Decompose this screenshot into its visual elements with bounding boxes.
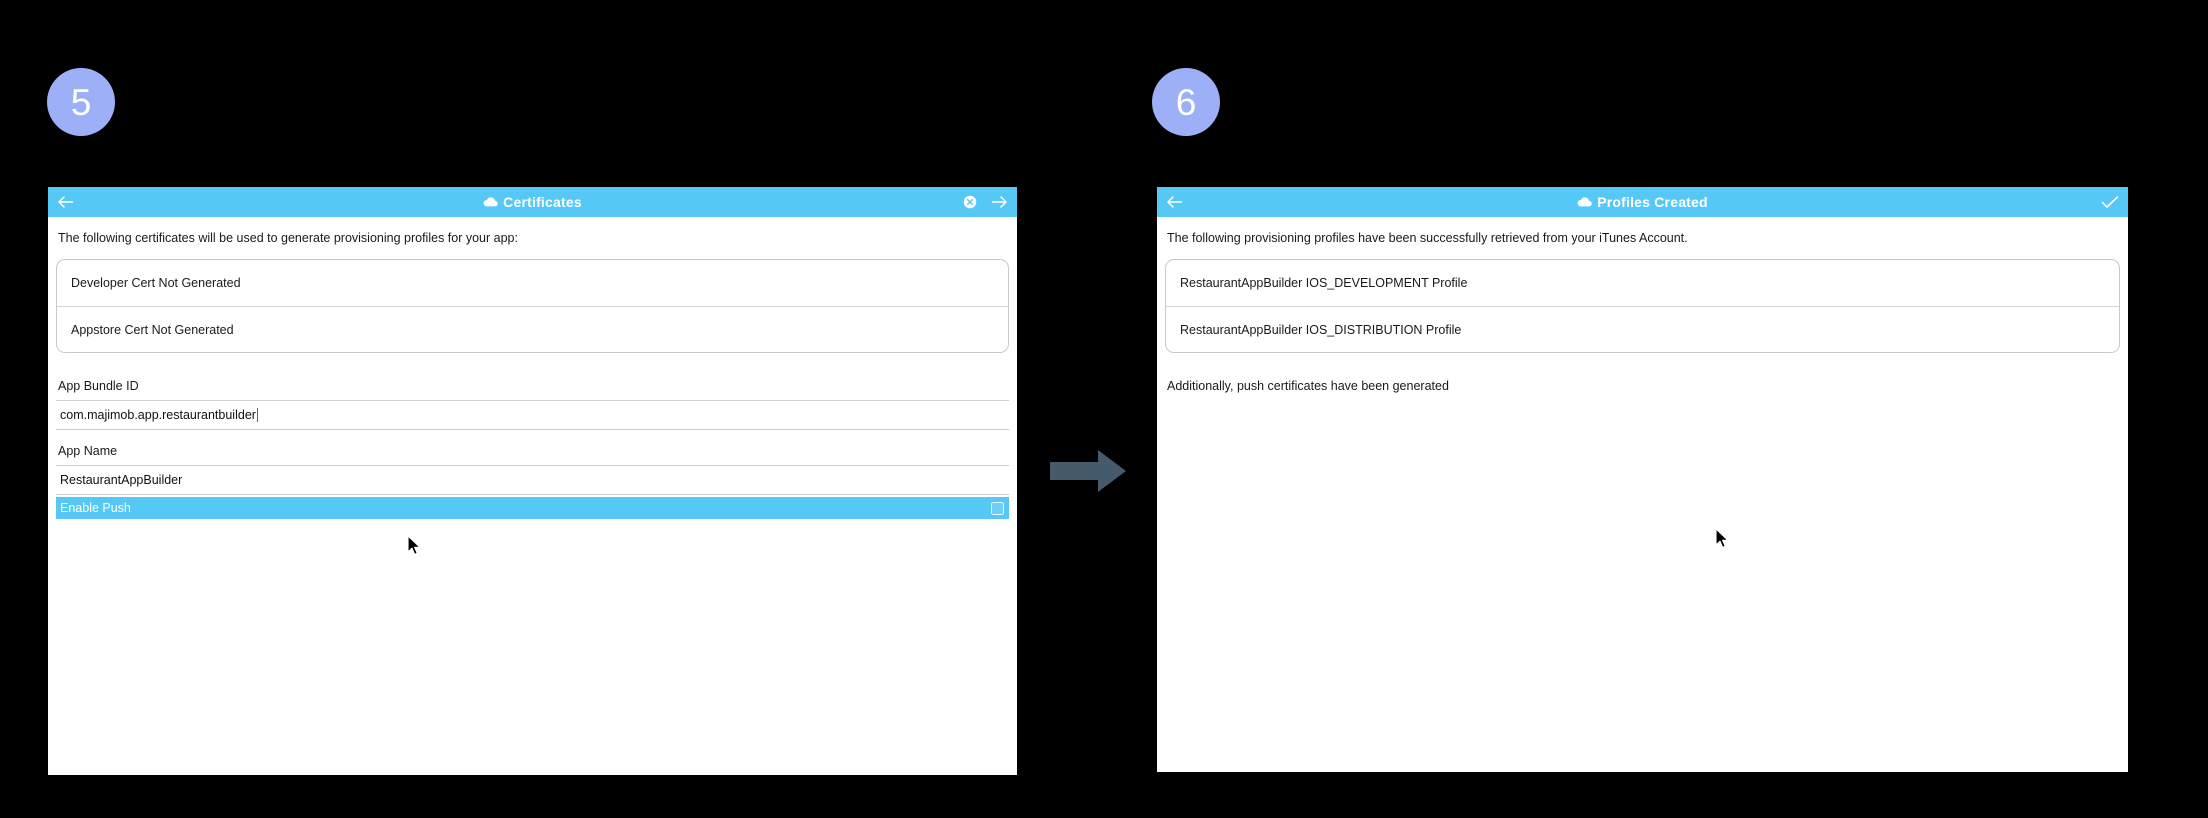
list-item-label: RestaurantAppBuilder IOS_DEVELOPMENT Pro… — [1180, 276, 1468, 290]
profiles-list-card: RestaurantAppBuilder IOS_DEVELOPMENT Pro… — [1165, 259, 2120, 353]
cloud-icon — [1577, 196, 1592, 208]
list-item[interactable]: Developer Cert Not Generated — [57, 260, 1008, 306]
app-bundle-id-label: App Bundle ID — [58, 379, 139, 393]
step-badge-6-number: 6 — [1175, 81, 1197, 123]
back-arrow-icon[interactable] — [1166, 195, 1183, 209]
profiles-created-screen: Profiles Created The following provision… — [1157, 187, 2128, 772]
certificates-title-group: Certificates — [48, 194, 1017, 210]
list-item[interactable]: RestaurantAppBuilder IOS_DISTRIBUTION Pr… — [1166, 306, 2119, 352]
right-arrow-icon — [1050, 450, 1126, 492]
app-name-input[interactable]: RestaurantAppBuilder — [56, 465, 1009, 495]
certificates-body: The following certificates will be used … — [48, 217, 1017, 775]
certificates-titlebar: Certificates — [48, 187, 1017, 217]
field-spacer — [56, 430, 1009, 444]
app-bundle-id-value: com.majimob.app.restaurantbuilder — [60, 408, 256, 422]
list-item-label: RestaurantAppBuilder IOS_DISTRIBUTION Pr… — [1180, 322, 1462, 337]
cloud-icon — [483, 196, 498, 208]
list-item[interactable]: Appstore Cert Not Generated — [57, 306, 1008, 352]
mouse-pointer-icon — [1715, 528, 1731, 550]
checkmark-icon[interactable] — [2101, 195, 2119, 209]
step-badge-5-number: 5 — [70, 81, 92, 123]
certificates-title-text: Certificates — [503, 194, 582, 210]
push-certificates-note: Additionally, push certificates have bee… — [1167, 379, 1449, 393]
certificates-screen: Certificates The following certificates … — [48, 187, 1017, 775]
certificates-list-card: Developer Cert Not Generated Appstore Ce… — [56, 259, 1009, 353]
profiles-intro-text: The following provisioning profiles have… — [1167, 231, 1688, 245]
profiles-title-text: Profiles Created — [1597, 194, 1708, 210]
mouse-pointer-icon — [407, 535, 423, 557]
flow-arrow — [1050, 450, 1126, 497]
certificates-intro-text: The following certificates will be used … — [58, 231, 518, 245]
profiles-titlebar: Profiles Created — [1157, 187, 2128, 217]
list-item[interactable]: RestaurantAppBuilder IOS_DEVELOPMENT Pro… — [1166, 260, 2119, 306]
app-name-value: RestaurantAppBuilder — [60, 473, 183, 487]
profiles-title-group: Profiles Created — [1157, 194, 2128, 210]
back-arrow-icon[interactable] — [57, 195, 74, 209]
text-caret — [256, 408, 258, 422]
forward-arrow-icon[interactable] — [991, 195, 1008, 209]
list-item-label: Appstore Cert Not Generated — [71, 322, 234, 337]
list-item-label: Developer Cert Not Generated — [71, 276, 241, 290]
app-settings-form: App Bundle ID com.majimob.app.restaurant… — [56, 379, 1009, 519]
enable-push-label: Enable Push — [60, 501, 131, 515]
step-badge-5: 5 — [47, 68, 115, 136]
close-circle-icon[interactable] — [963, 195, 977, 209]
checkbox-unchecked-icon[interactable] — [991, 501, 1004, 515]
step-badge-6: 6 — [1152, 68, 1220, 136]
enable-push-row[interactable]: Enable Push — [56, 497, 1009, 519]
app-bundle-id-input[interactable]: com.majimob.app.restaurantbuilder — [56, 400, 1009, 430]
app-name-label: App Name — [58, 444, 118, 458]
profiles-body: The following provisioning profiles have… — [1157, 217, 2128, 772]
